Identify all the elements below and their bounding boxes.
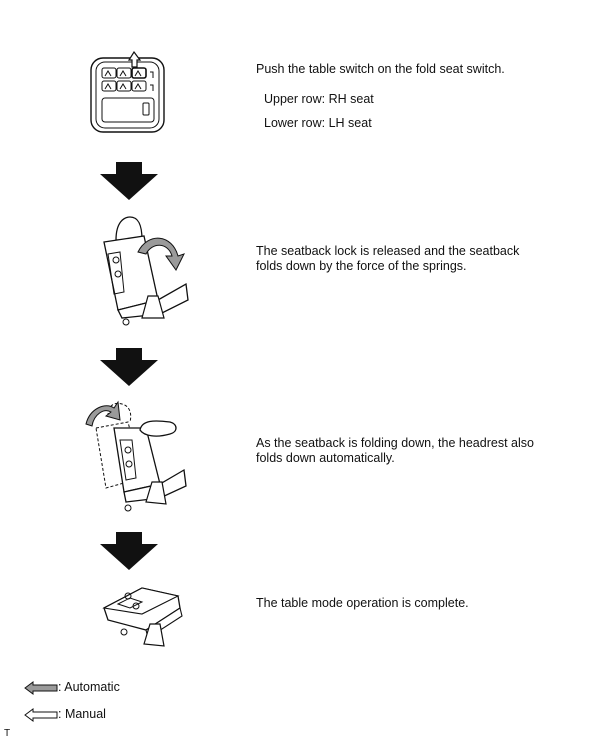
table-mode-complete-illustration [102, 587, 183, 647]
step-4-instruction: The table mode operation is complete. [256, 596, 469, 610]
step-3-line-2: folds down automatically. [256, 451, 395, 465]
legend-manual-label: : Manual [58, 707, 106, 721]
flow-down-arrow-1 [100, 162, 158, 200]
footer-mark: T [4, 728, 11, 739]
step-2-line-2: folds down by the force of the springs. [256, 259, 467, 273]
step-1-instruction: Push the table switch on the fold seat s… [256, 62, 505, 76]
headrest-fold-illustration [85, 400, 187, 512]
automatic-arrow-icon [24, 681, 58, 695]
fold-seat-switch-illustration [90, 50, 165, 133]
flow-down-arrow-2 [100, 348, 158, 386]
step-2-line-1: The seatback lock is released and the se… [256, 244, 520, 258]
flow-down-arrow-3 [100, 532, 158, 570]
seatback-release-illustration [103, 216, 189, 326]
manual-arrow-icon [24, 708, 58, 722]
step-1-note-upper-row: Upper row: RH seat [264, 92, 374, 106]
step-1-note-lower-row: Lower row: LH seat [264, 116, 372, 130]
legend-automatic-label: : Automatic [58, 680, 120, 694]
step-3-line-1: As the seatback is folding down, the hea… [256, 436, 534, 450]
